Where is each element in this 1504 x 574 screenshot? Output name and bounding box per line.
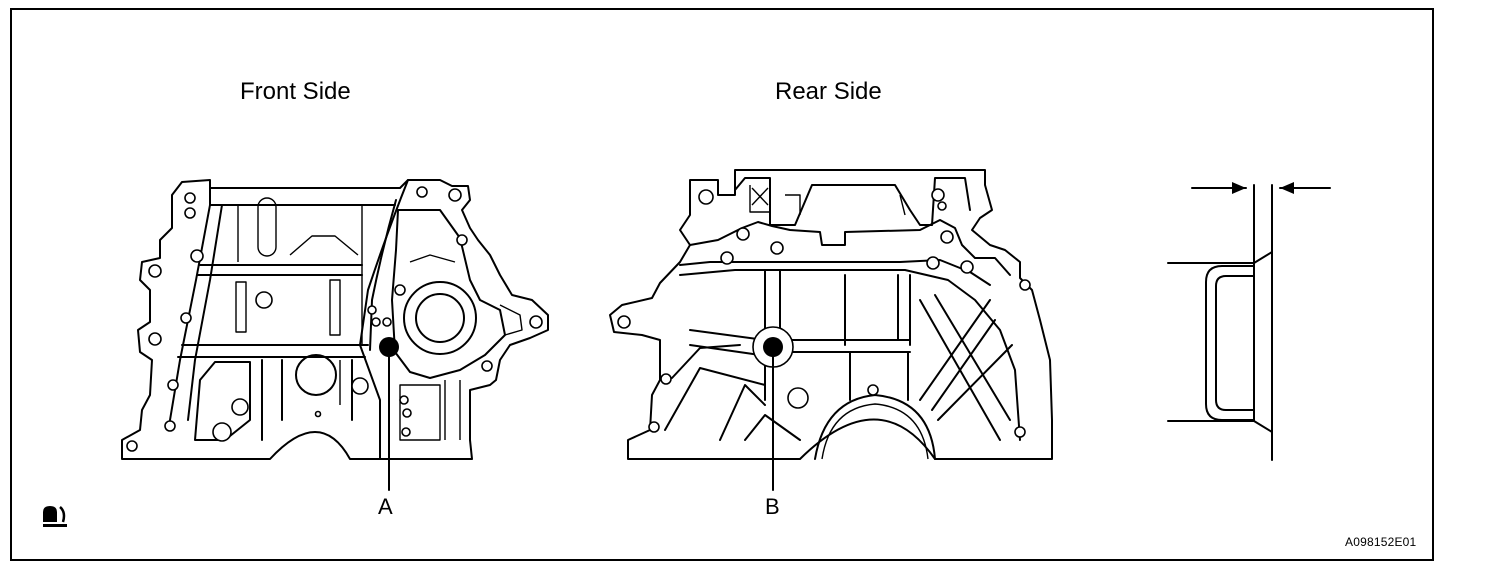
front-side-engine-block — [121, 179, 549, 491]
figure-id: A098152E01 — [1345, 535, 1417, 549]
seal-bead-detail — [1167, 182, 1331, 461]
rear-side-title: Rear Side — [775, 78, 882, 105]
diagram-frame — [10, 8, 1434, 561]
callout-label-a: A — [378, 494, 393, 519]
seal-point-a — [379, 337, 399, 357]
front-side-title: Front Side — [240, 78, 351, 105]
callout-label-b: B — [765, 494, 780, 519]
seal-point-b — [763, 337, 783, 357]
rear-side-engine-block — [609, 169, 1053, 491]
seal-packing-icon — [43, 506, 67, 527]
